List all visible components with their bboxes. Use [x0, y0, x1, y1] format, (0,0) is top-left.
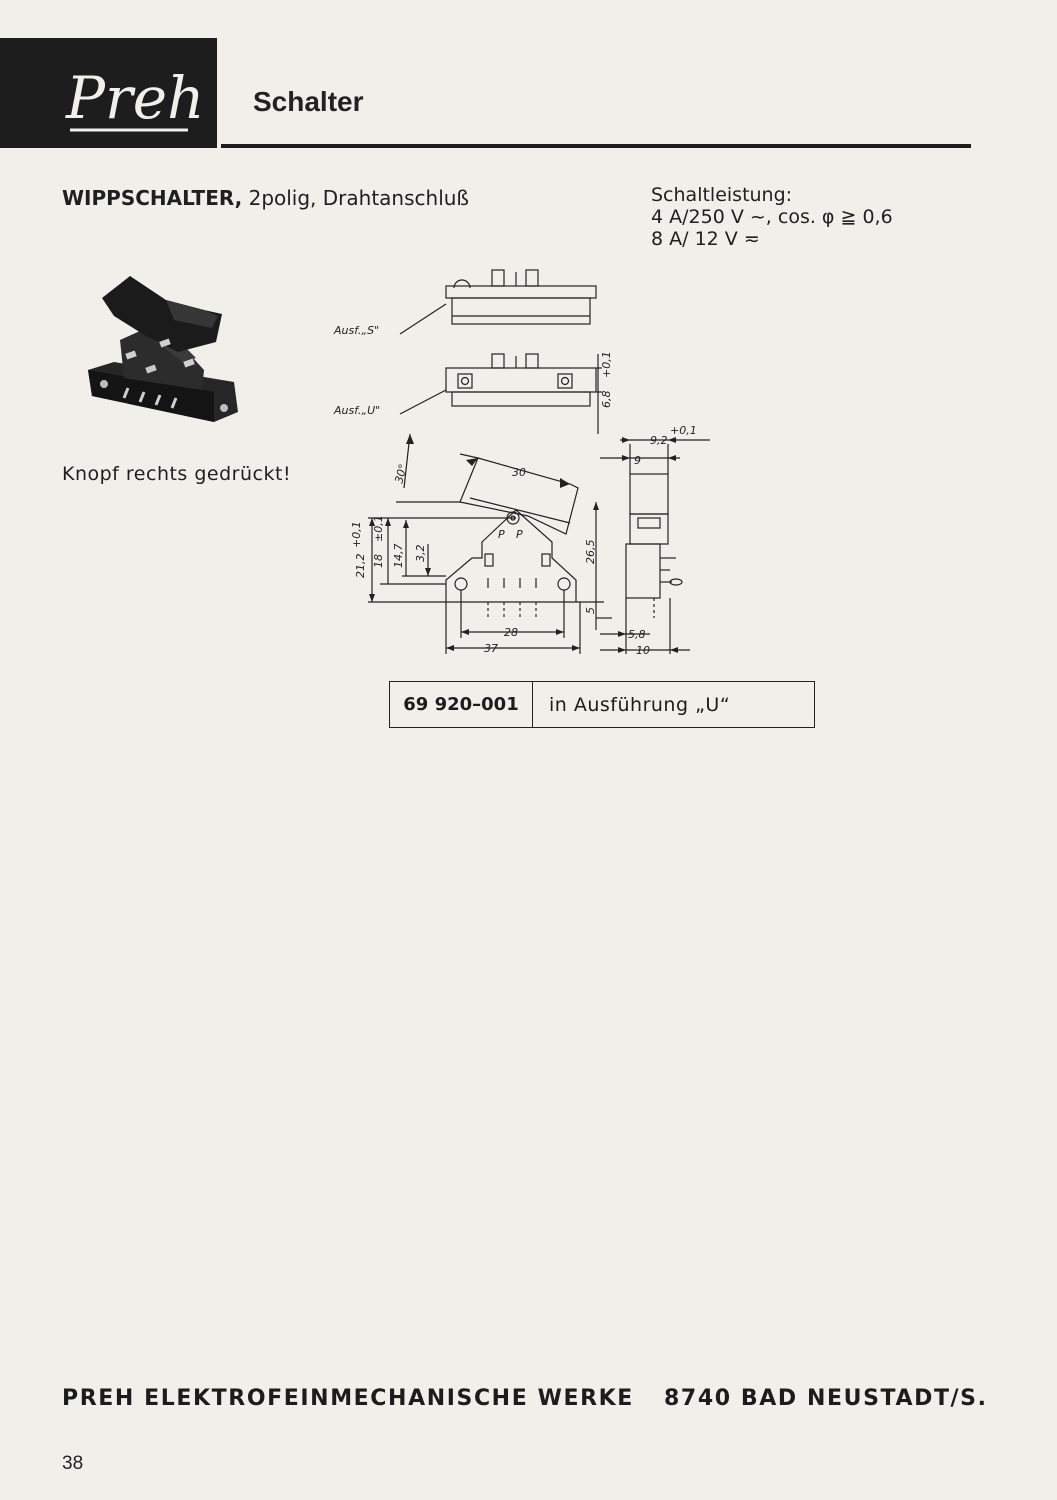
dim-5: 5 [584, 607, 597, 614]
dim-6-8-tol: +0,1 [600, 351, 613, 378]
dim-21-2: 21,2 [354, 554, 367, 579]
dim-9-2: 9,2 [650, 434, 668, 447]
page-title: Schalter [253, 86, 364, 117]
rating-line-2: 8 A/ 12 V ≂ [651, 228, 760, 250]
dim-5-8: 5,8 [628, 628, 646, 641]
dim-9: 9 [634, 454, 641, 467]
product-name: WIPPSCHALTER, [62, 186, 243, 210]
dim-6-8: 6,8 [600, 391, 613, 409]
switching-capacity: Schaltleistung: 4 A/250 V ~, cos. φ ≧ 0,… [651, 184, 893, 250]
switch-photo [88, 276, 238, 422]
order-table: 69 920–001 in Ausführung „U“ [389, 681, 815, 728]
brand-logo: Preh [0, 38, 217, 148]
footer-address: 8740 BAD NEUSTADT/S. [664, 1386, 988, 1411]
variant-s-label: Ausf.„S" [333, 324, 379, 337]
page-number: 38 [62, 1453, 84, 1474]
dim-3-2: 3,2 [414, 545, 427, 563]
dim-21-2-tol: +0,1 [350, 521, 363, 548]
side-view [600, 439, 710, 654]
terminal-p-left: P [498, 528, 505, 541]
technical-drawing: Ausf.„S" Ausf.„U" 30° 30 21,2 +0,1 18 ±0… [333, 269, 710, 657]
front-view [368, 433, 612, 654]
dim-9-2-tol: +0,1 [670, 424, 697, 437]
dim-10: 10 [636, 644, 650, 657]
dim-26-5: 26,5 [584, 540, 597, 565]
order-description: in Ausführung „U“ [549, 693, 731, 716]
logo-lettering: Preh [65, 64, 204, 132]
dim-28: 28 [504, 626, 518, 639]
rating-line-1: 4 A/250 V ~, cos. φ ≧ 0,6 [651, 206, 893, 228]
product-description: 2polig, Drahtanschluß [248, 186, 470, 210]
footer-company: PREH ELEKTROFEINMECHANISCHE WERKE [62, 1386, 634, 1411]
product-heading: WIPPSCHALTER, 2polig, Drahtanschluß [62, 186, 469, 210]
variant-s-view [399, 269, 597, 335]
dim-37: 37 [484, 642, 498, 655]
terminal-p-right: P [516, 528, 523, 541]
dim-18-tol: ±0,1 [372, 515, 385, 542]
preh-logo-mark: Preh [65, 64, 204, 132]
dim-14-7: 14,7 [392, 544, 405, 569]
variant-u-view [399, 353, 602, 434]
button-note: Knopf rechts gedrückt! [62, 463, 292, 485]
order-number: 69 920–001 [390, 682, 533, 727]
variant-u-label: Ausf.„U" [333, 404, 380, 417]
rating-label: Schaltleistung: [651, 184, 793, 206]
dim-30: 30 [512, 466, 526, 479]
dim-30-deg: 30° [392, 463, 410, 485]
dim-18: 18 [372, 554, 385, 568]
header-rule [221, 144, 971, 148]
